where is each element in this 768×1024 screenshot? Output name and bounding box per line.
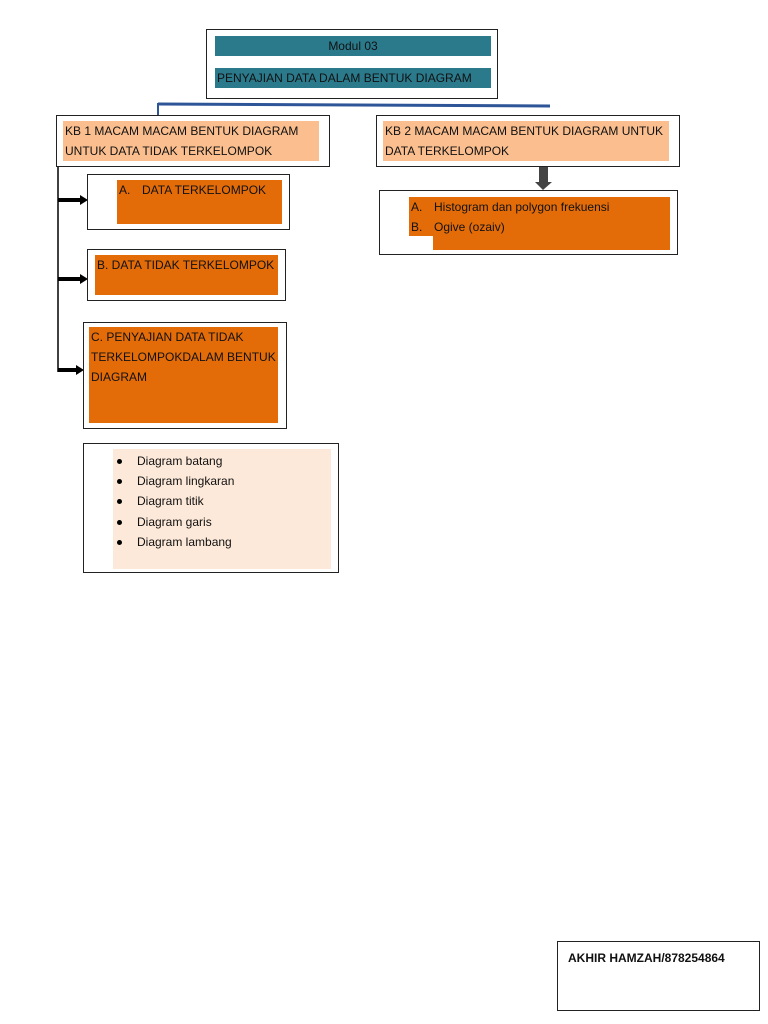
- kb1-item-a-label: DATA TERKELOMPOK: [142, 183, 267, 197]
- kb1-item-c-box: C. PENYAJIAN DATA TIDAK TERKELOMPOKDALAM…: [83, 322, 287, 429]
- kb1-item-b: B. DATA TIDAK TERKELOMPOK: [95, 255, 278, 295]
- header-connector: [157, 102, 551, 108]
- kb1-item-c: C. PENYAJIAN DATA TIDAK TERKELOMPOKDALAM…: [89, 327, 278, 423]
- kb2-item-a: A. Histogram dan polygon frekuensi: [409, 197, 670, 217]
- kb1-item-c-line2: TERKELOMPOKDALAM BENTUK: [91, 350, 276, 364]
- kb1-item-c-line3: DIAGRAM: [91, 370, 148, 384]
- kb1-title-line1: KB 1 MACAM MACAM BENTUK DIAGRAM: [65, 124, 299, 138]
- arrow-c-head: [76, 365, 84, 375]
- bullet-icon: [117, 499, 122, 504]
- kb1-item-a-box: A. DATA TERKELOMPOK: [87, 174, 290, 230]
- bullet-icon: [117, 540, 122, 545]
- kb1-item-b-box: B. DATA TIDAK TERKELOMPOK: [87, 249, 286, 301]
- module-label: Modul 03: [215, 36, 491, 56]
- diagram-list: Diagram batang Diagram lingkaran Diagram…: [113, 449, 331, 569]
- kb1-title-line2: UNTUK DATA TIDAK TERKELOMPOK: [65, 144, 273, 158]
- kb2-item-a-label: Histogram dan polygon frekuensi: [434, 200, 610, 214]
- diagram-list-box: Diagram batang Diagram lingkaran Diagram…: [83, 443, 339, 573]
- kb2-down-arrow-head: [535, 182, 552, 190]
- kb1-item-a: A. DATA TERKELOMPOK: [117, 180, 282, 224]
- kb1-box: KB 1 MACAM MACAM BENTUK DIAGRAM UNTUK DA…: [56, 115, 330, 167]
- kb2-box: KB 2 MACAM MACAM BENTUK DIAGRAM UNTUK DA…: [376, 115, 680, 167]
- bullet-icon: [117, 459, 122, 464]
- author-box: AKHIR HAMZAH/878254864: [557, 941, 760, 1011]
- kb2-item-a-prefix: A.: [411, 200, 423, 214]
- kb2-notch: [409, 236, 433, 250]
- bullet-icon: [117, 479, 122, 484]
- arrow-b-head: [80, 274, 88, 284]
- kb2-item-b-label: Ogive (ozaiv): [434, 220, 505, 234]
- kb2-title-line1: KB 2 MACAM MACAM BENTUK DIAGRAM UNTUK: [385, 124, 664, 138]
- kb2-item-b-prefix: B.: [411, 220, 423, 234]
- kb1-item-c-line1: C. PENYAJIAN DATA TIDAK: [91, 330, 244, 344]
- kb1-title: KB 1 MACAM MACAM BENTUK DIAGRAM UNTUK DA…: [63, 121, 319, 161]
- kb1-item-a-prefix: A.: [119, 183, 131, 197]
- kb2-down-arrow-shaft: [539, 166, 548, 182]
- header-title: PENYAJIAN DATA DALAM BENTUK DIAGRAM: [215, 68, 491, 88]
- author-label: AKHIR HAMZAH/878254864: [568, 951, 725, 965]
- header-box: Modul 03 PENYAJIAN DATA DALAM BENTUK DIA…: [206, 29, 498, 99]
- arrow-a-head: [80, 195, 88, 205]
- kb2-title-line2: DATA TERKELOMPOK: [385, 144, 510, 158]
- bullet-icon: [117, 520, 122, 525]
- kb2-title: KB 2 MACAM MACAM BENTUK DIAGRAM UNTUK DA…: [383, 121, 669, 161]
- kb2-item-b-row: B. Ogive (ozaiv): [409, 217, 670, 250]
